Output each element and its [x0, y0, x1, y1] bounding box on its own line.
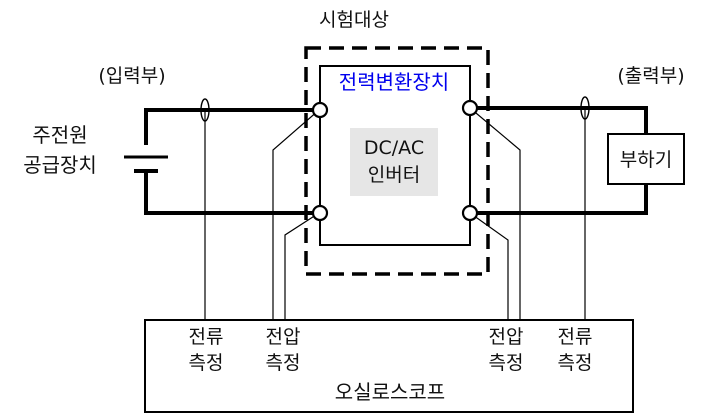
main-power-label-line2: 공급장치 [23, 153, 97, 177]
channel-input-voltage-line1: 전압 [266, 326, 301, 348]
channel-input-current-line2: 측정 [189, 352, 224, 374]
input-bottom-wire [144, 172, 315, 215]
output-current-probe-clamp [580, 96, 590, 120]
input-current-probe-clamp [200, 98, 210, 122]
test-target-dashed-boundary [304, 46, 490, 276]
output-bottom-wire [472, 184, 648, 215]
power-converter-label: 전력변환장치 [339, 70, 449, 94]
test-target-label: 시험대상 [319, 9, 389, 31]
input-top-wire [144, 108, 315, 145]
output-terminal-bottom [461, 204, 479, 222]
main-power-label-line1: 주전원 [32, 123, 87, 147]
channel-input-current-line1: 전류 [189, 326, 224, 348]
input-voltage-probe-wire-1 [272, 109, 320, 320]
oscilloscope-box [144, 319, 634, 413]
load-label: 부하기 [620, 149, 672, 171]
output-terminal-top [461, 99, 479, 117]
output-voltage-probe-wire-1 [469, 107, 521, 320]
channel-output-voltage-line2: 측정 [489, 352, 524, 374]
dcac-label: DC/AC [364, 137, 424, 159]
output-voltage-probe-wire-2 [469, 212, 509, 320]
dcac-inverter-block [350, 128, 438, 196]
output-section-label: (출력부) [617, 65, 684, 87]
input-terminal-bottom [311, 204, 329, 222]
inverter-label: 인버터 [368, 164, 420, 186]
oscilloscope-label: 오실로스코프 [335, 380, 445, 404]
channel-output-voltage-line1: 전압 [489, 326, 524, 348]
output-top-wire [472, 106, 648, 134]
input-section-label: (입력부) [98, 65, 165, 87]
load-box [607, 133, 685, 185]
channel-output-current-line1: 전류 [558, 326, 593, 348]
channel-output-current-line2: 측정 [558, 352, 593, 374]
input-voltage-probe-wire-2 [284, 212, 320, 320]
channel-input-voltage-line2: 측정 [266, 352, 301, 374]
input-terminal-top [311, 101, 329, 119]
